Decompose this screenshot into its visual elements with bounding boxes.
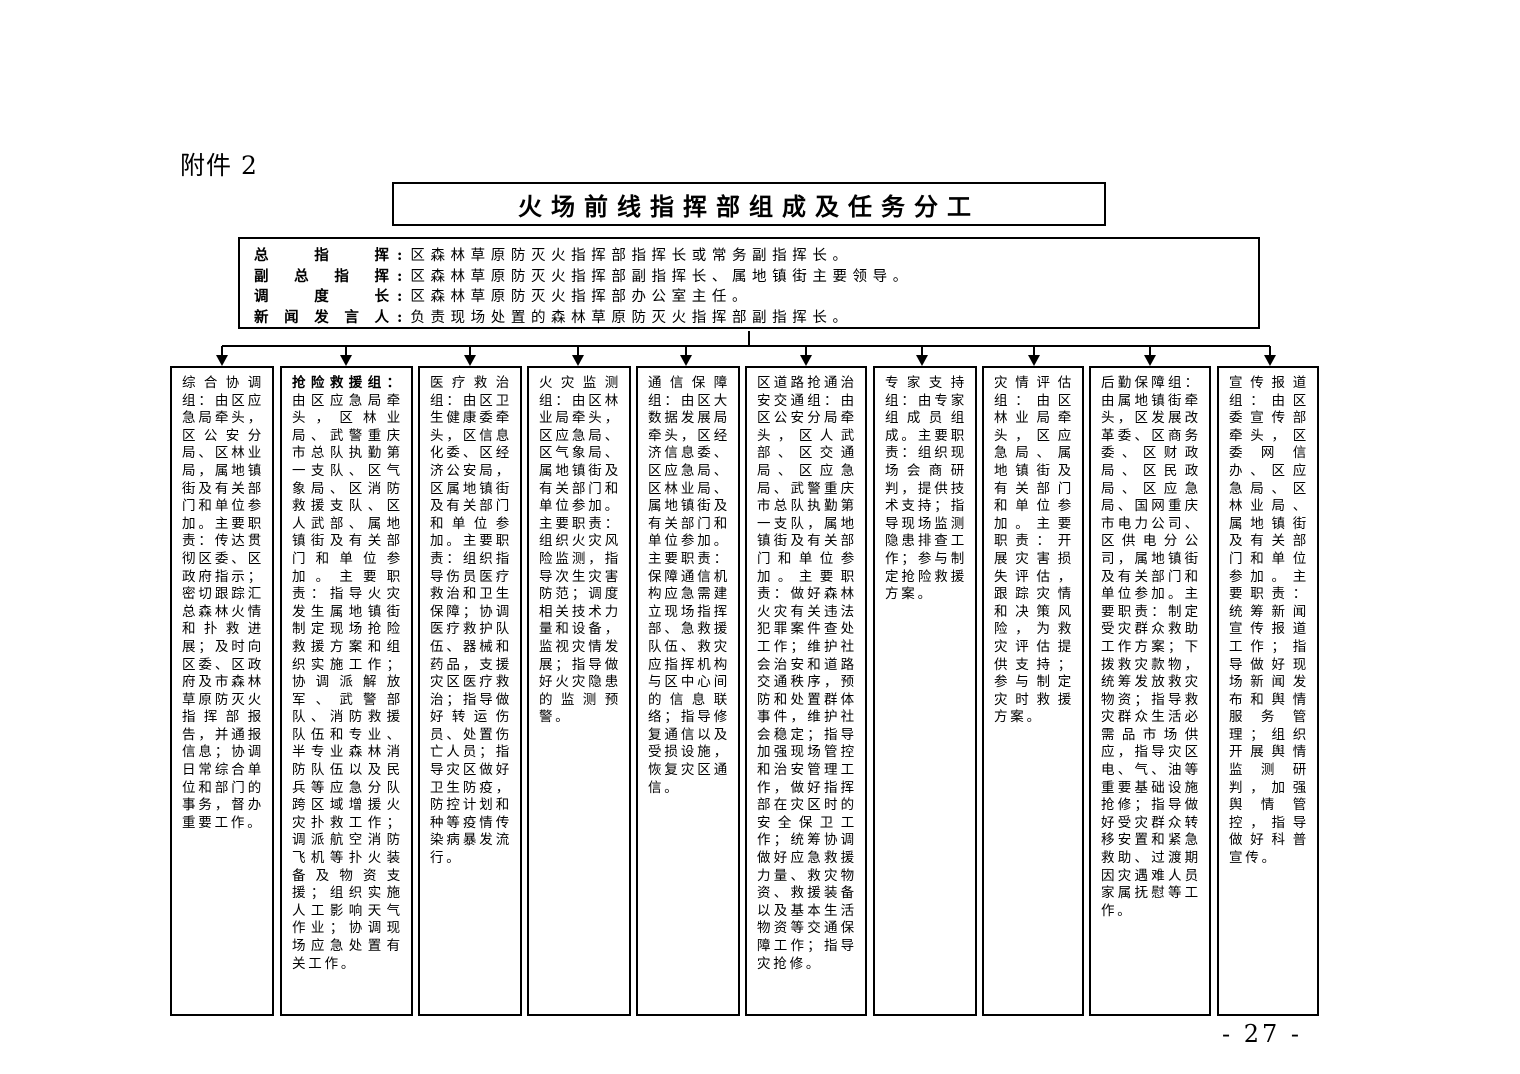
- group-box-assessment: 灾情评估组：由区林业局牵头，区应急局、属地镇街及有关部门和单位参加。主要职责：开…: [982, 366, 1084, 1016]
- leader-row: 新闻发言人:负责现场处置的森林草原防灭火指挥部副指挥长。: [254, 308, 1248, 329]
- leader-role: 副总指挥: [254, 267, 389, 285]
- group-box-rescue: 抢险救援组：由区应急局牵头，区林业局、武警重庆市总队执勤第一支队、区气象局、区消…: [280, 366, 413, 1016]
- leader-row: 副总指挥:区森林草原防灭火指挥部副指挥长、属地镇街主要领导。: [254, 267, 1248, 288]
- leader-role: 新闻发言人: [254, 308, 389, 326]
- group-body: 由区应急局牵头，区林业局、武警重庆市总队执勤第一支队、区气象局、区消防救援支队、…: [292, 392, 403, 972]
- document-title: 火场前线指挥部组成及任务分工: [392, 182, 1106, 226]
- group-box-communication: 通信保障组：由区大数据发展局牵头，区经济信息委、区应急局、区林业局、属地镇街及有…: [636, 366, 740, 1016]
- arrow-head-icon: [216, 355, 228, 366]
- arrow-head-icon: [1264, 355, 1276, 366]
- group-box-traffic-security: 区道路抢通治安交通组：由区公安分局牵头，区人武部、区交通局、区应急局、武警重庆市…: [745, 366, 867, 1016]
- leader-desc: 区森林草原防灭火指挥部指挥长或常务副指挥长。: [410, 248, 853, 264]
- arrow-head-icon: [340, 355, 352, 366]
- group-box-coordination: 综合协调组：由区应急局牵头，区公安分局、区林业局，属地镇街及有关部门和单位参加。…: [170, 366, 274, 1016]
- arrow-head-icon: [1144, 355, 1156, 366]
- group-body: 区道路抢通治安交通组：由区公安分局牵头，区人武部、区交通局、区应急局、武警重庆市…: [757, 375, 857, 972]
- leader-row: 调度长:区森林草原防灭火指挥部办公室主任。: [254, 287, 1248, 308]
- arrow-head-icon: [572, 355, 584, 366]
- leader-role: 调度长: [254, 288, 389, 305]
- arrow-head-icon: [464, 355, 476, 366]
- page-number: - 27 -: [1222, 1020, 1303, 1048]
- group-box-logistics: 后勤保障组：由属地镇街牵头，区发展改革委、区商务委、区财政局、区民政局、区应急局…: [1089, 366, 1211, 1016]
- group-box-medical: 医疗救治组：由区卫生健康委牵头，区信息化委、区经济公安局，区属地镇街及有关部门和…: [418, 366, 522, 1016]
- group-box-monitoring: 火灾监测组：由区林业局牵头，区应急局、区气象局、属地镇街及有关部门和单位参加。主…: [527, 366, 631, 1016]
- leader-role: 总指挥: [254, 247, 389, 264]
- leadership-box: 总指挥:区森林草原防灭火指挥部指挥长或常务副指挥长。 副总指挥:区森林草原防灭火…: [238, 237, 1260, 329]
- group-body: 灾情评估组：由区林业局牵头，区应急局、属地镇街及有关部门和单位参加。主要职责：开…: [994, 375, 1074, 726]
- group-body: 后勤保障组：由属地镇街牵头，区发展改革委、区商务委、区财政局、区民政局、区应急局…: [1101, 375, 1201, 919]
- leader-desc: 区森林草原防灭火指挥部副指挥长、属地镇街主要领导。: [410, 268, 913, 285]
- leader-desc: 负责现场处置的森林草原防灭火指挥部副指挥长。: [410, 309, 853, 326]
- group-body: 宣传报道组：由区委宣传部牵头，区委网信办、区应急局、区林业局、属地镇街及有关部门…: [1229, 375, 1309, 867]
- group-box-experts: 专家支持组：由专家组成员组成。主要职责：组织现场会商研判，提供技术支持；指导现场…: [873, 366, 977, 1016]
- leader-desc: 区森林草原防灭火指挥部办公室主任。: [410, 289, 753, 305]
- arrow-head-icon: [680, 355, 692, 366]
- group-head: 抢险救援组：: [292, 375, 403, 391]
- attachment-label: 附件 2: [180, 151, 258, 180]
- group-body: 综合协调组：由区应急局牵头，区公安分局、区林业局，属地镇街及有关部门和单位参加。…: [182, 375, 264, 831]
- group-body: 专家支持组：由专家组成员组成。主要职责：组织现场会商研判，提供技术支持；指导现场…: [885, 375, 967, 603]
- arrow-head-icon: [800, 355, 812, 366]
- leader-row: 总指挥:区森林草原防灭火指挥部指挥长或常务副指挥长。: [254, 246, 1248, 267]
- group-body: 医疗救治组：由区卫生健康委牵头，区信息化委、区经济公安局，区属地镇街及有关部门和…: [430, 375, 512, 867]
- arrow-head-icon: [1028, 355, 1040, 366]
- group-body: 火灾监测组：由区林业局牵头，区应急局、区气象局、属地镇街及有关部门和单位参加。主…: [539, 375, 621, 726]
- group-body: 通信保障组：由区大数据发展局牵头，区经济信息委、区应急局、区林业局、属地镇街及有…: [648, 375, 730, 796]
- group-box-publicity: 宣传报道组：由区委宣传部牵头，区委网信办、区应急局、区林业局、属地镇街及有关部门…: [1217, 366, 1319, 1016]
- arrow-head-icon: [916, 355, 928, 366]
